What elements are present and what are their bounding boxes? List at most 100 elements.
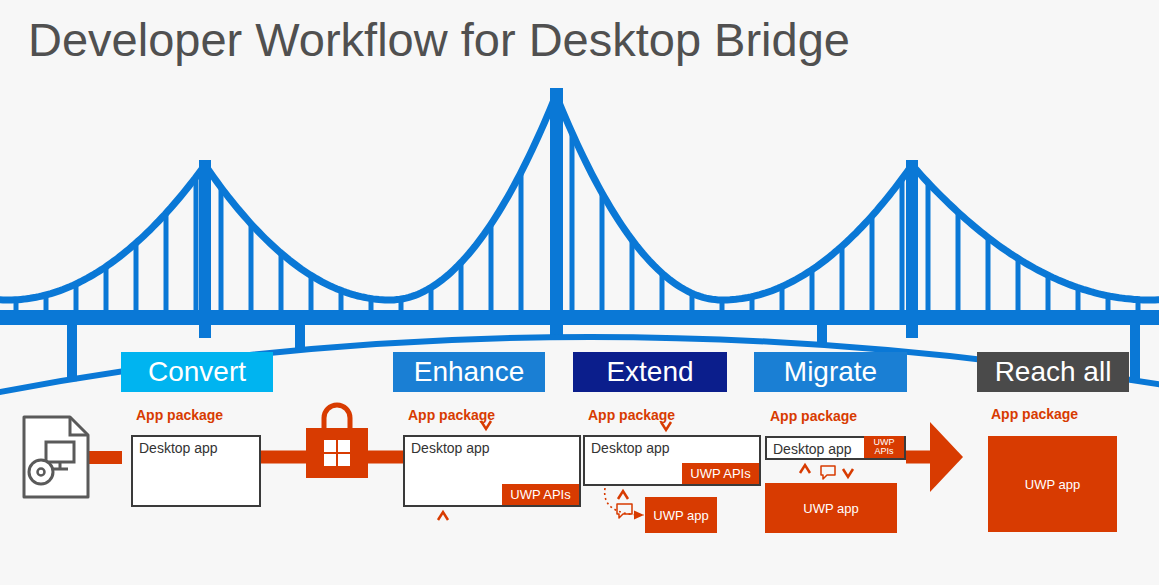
stage-band: Reach all: [977, 352, 1129, 392]
app-package-box: App packageDesktop appUWP APIs: [403, 435, 581, 507]
hanger: [369, 299, 374, 310]
bag-handle: [324, 405, 350, 428]
hanger: [926, 183, 931, 310]
bridge-tower: [550, 88, 563, 338]
hanger: [1136, 300, 1141, 310]
chat-bubble-icon: [821, 466, 835, 479]
box-label: UWP APIs: [866, 438, 902, 456]
up-chevron: [618, 491, 628, 499]
app-name: Desktop app: [139, 440, 218, 456]
disc-symbol: [29, 460, 53, 484]
app-name: Desktop app: [411, 440, 490, 456]
stage-band: Convert: [121, 352, 273, 392]
logo-pane: [324, 454, 336, 466]
stage-name: Enhance: [414, 356, 525, 388]
bridge-pier: [817, 320, 827, 347]
uwp-apis-box: UWP APIs: [502, 484, 579, 505]
app-package-box: App packageDesktop appUWP APIs: [583, 435, 761, 486]
suspension-cable: [556, 95, 910, 300]
hanger: [956, 212, 961, 310]
connector: [605, 488, 644, 515]
hanger: [1106, 296, 1111, 310]
package-heading: App package: [770, 408, 857, 424]
up-chevron: [438, 512, 448, 520]
bridge-pier: [1130, 320, 1140, 382]
hanger: [14, 300, 19, 310]
hanger: [134, 243, 139, 310]
app-name: Desktop app: [773, 441, 852, 457]
down-chevron: [843, 469, 853, 477]
hanger: [840, 246, 845, 310]
hanger: [104, 267, 109, 310]
hanger: [660, 273, 665, 310]
hanger: [1076, 288, 1081, 310]
box-label: UWP app: [803, 501, 858, 516]
stage-name: Migrate: [784, 356, 877, 388]
hanger: [429, 287, 434, 310]
hanger: [489, 224, 494, 310]
connector-bar: [88, 451, 122, 464]
hanger: [870, 216, 875, 310]
monitor-symbol: [46, 442, 74, 462]
suspension-cable: [0, 166, 204, 300]
down-chevron: [661, 422, 671, 430]
box-label: UWP APIs: [510, 487, 570, 502]
bridge-arch: [0, 337, 1159, 393]
app-name: Desktop app: [591, 440, 670, 456]
stage-name: Reach all: [995, 356, 1112, 388]
document-shape: [24, 417, 88, 497]
uwp-app-box: App packageUWP app: [988, 436, 1117, 532]
hanger: [750, 297, 755, 310]
hanger: [74, 284, 79, 310]
hanger: [720, 300, 725, 310]
suspension-cable: [912, 165, 1158, 300]
package-heading: App package: [991, 406, 1078, 422]
hanger: [279, 253, 284, 310]
hanger: [194, 177, 199, 310]
installer-icon: [24, 417, 122, 497]
logo-pane: [338, 440, 350, 452]
hanger: [780, 287, 785, 310]
package-heading: App package: [136, 407, 223, 423]
up-chevron: [800, 465, 810, 473]
box-label: UWP APIs: [690, 466, 750, 481]
hanger: [1016, 258, 1021, 310]
hanger: [309, 275, 314, 310]
hanger: [164, 213, 169, 310]
bag-body: [306, 428, 368, 478]
hanger: [810, 270, 815, 310]
app-package-box: App packageDesktop app: [131, 435, 261, 507]
hanger: [459, 262, 464, 310]
stage-band: Enhance: [393, 352, 545, 392]
dotted-connector: [605, 488, 644, 515]
suspension-cable: [205, 95, 556, 300]
hanger: [1046, 275, 1051, 310]
package-heading: App package: [588, 407, 675, 423]
uwp-apis-box: UWP APIs: [864, 436, 904, 458]
box-label: UWP app: [1025, 477, 1080, 492]
uwp-app-box: UWP app: [645, 497, 717, 533]
package-heading: App package: [408, 407, 495, 423]
uwp-apis-box: UWP APIs: [682, 463, 759, 484]
hanger: [519, 172, 524, 310]
monitor-stand: [52, 462, 68, 469]
hanger: [44, 295, 49, 310]
stage-name: Extend: [606, 356, 693, 388]
logo-pane: [338, 454, 350, 466]
hanger: [986, 237, 991, 310]
hanger: [600, 193, 605, 310]
hanger: [219, 187, 224, 310]
uwp-app-box: UWP app: [765, 483, 897, 533]
disc-hole: [38, 469, 45, 476]
big-arrowhead: [930, 422, 963, 492]
hanger: [249, 224, 254, 310]
hanger: [690, 293, 695, 310]
bridge-deck: [0, 310, 1159, 325]
chat-bubble-icon: [617, 504, 632, 518]
box-label: UWP app: [653, 508, 708, 523]
hanger: [399, 299, 404, 310]
connector: [906, 422, 963, 492]
hanger: [630, 240, 635, 310]
stage-band: Migrate: [754, 352, 907, 392]
diagram-title: Developer Workflow for Desktop Bridge: [28, 12, 850, 67]
